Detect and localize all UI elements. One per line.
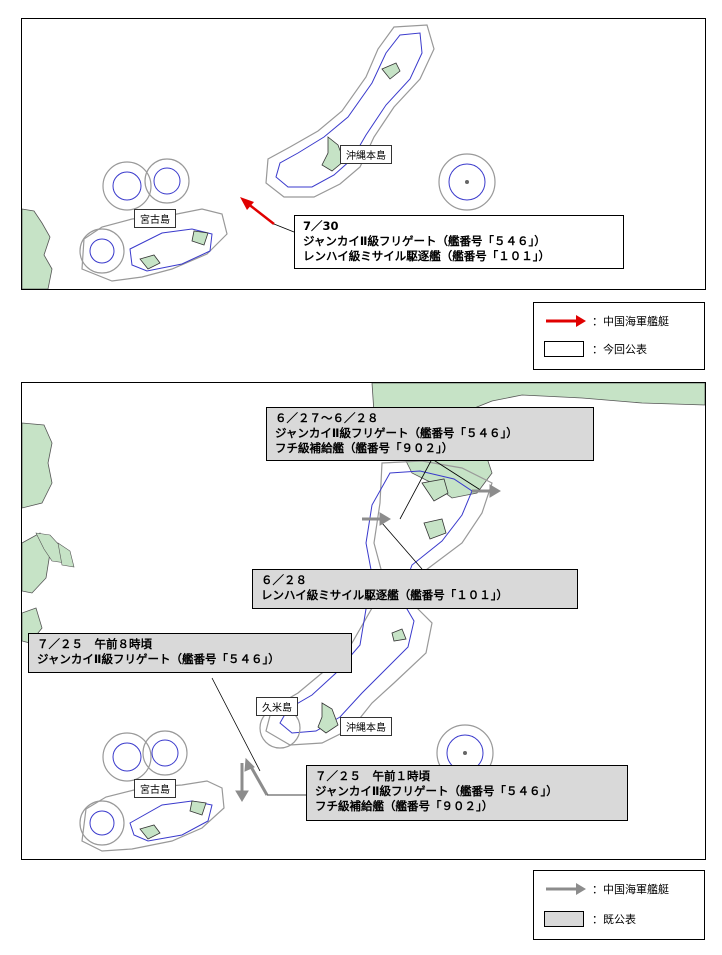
bottom-left-coast [22, 422, 53, 509]
bottom-west-islet-zone [79, 800, 125, 846]
top-north-islet-zone-2 [144, 158, 190, 204]
callout-d-line1: ジャンカイⅡ級フリゲート（艦番号「５４６」） [315, 784, 558, 798]
top-map-canvas [22, 24, 496, 289]
bottom-north-islet-zone-1 [102, 732, 152, 782]
top-callout-line2: レンハイ級ミサイル駆逐艦（艦番号「１０１」） [303, 249, 551, 263]
top-miyako-zone [81, 208, 228, 282]
gray-arrow-icon-west [379, 512, 391, 526]
bottom-callout-c: ７／２５ 午前８時頃 ジャンカイⅡ級フリゲート（艦番号「５４６」） [28, 633, 352, 673]
top-map: 沖縄本島 宮古島 7／30 ジャンカイⅡ級フリゲート（艦番号「５４６」） レンハ… [21, 18, 706, 290]
top-callout-date: 7／30 [303, 219, 339, 233]
bottom-label-okinawa: 沖縄本島 [340, 717, 392, 736]
gray-arrow-icon-north [244, 757, 255, 772]
top-callout-line1: ジャンカイⅡ級フリゲート（艦番号「５４６」） [303, 234, 546, 248]
bottom-callout-d: ７／２５ 午前１時頃 ジャンカイⅡ級フリゲート（艦番号「５４６」） フチ級補給艦… [306, 765, 628, 821]
legend-bottom: ：中国海軍艦艇 ：既公表 [533, 870, 705, 940]
bottom-tanegashima [421, 478, 449, 502]
bottom-ship-arrows [235, 484, 501, 802]
legend-top: ：中国海軍艦艇 ：今回公表 [533, 302, 705, 370]
bottom-miyako-island [189, 800, 207, 816]
callout-a-line1: ジャンカイⅡ級フリゲート（艦番号「５４６」） [275, 426, 518, 440]
callout-c-line1: ジャンカイⅡ級フリゲート（艦番号「５４６」） [37, 652, 280, 666]
bottom-tokunoshima [391, 628, 407, 642]
top-okinawa-eez [275, 32, 423, 188]
top-ishigaki-island [139, 254, 161, 270]
legend-top-new-label: ：今回公表 [592, 343, 647, 356]
top-red-arrow-icon [240, 197, 254, 210]
callout-b-date: ６／２８ [261, 573, 307, 587]
top-miyako-island [191, 230, 209, 246]
bottom-ishigaki-island [139, 824, 161, 840]
legend-bottom-ship-label: ：中国海軍艦艇 [592, 883, 669, 896]
legend-white-swatch [544, 341, 584, 357]
legend-top-ship-label: ：中国海軍艦艇 [592, 315, 669, 328]
top-label-okinawa: 沖縄本島 [340, 145, 392, 164]
legend-bottom-row-published: ：既公表 [542, 909, 636, 929]
callout-d-date: ７／２５ 午前１時頃 [315, 769, 430, 783]
callout-a-date: ６／２７～６／２８ [275, 411, 379, 425]
bottom-callout-b: ６／２８ レンハイ級ミサイル駆逐艦（艦番号「１０１」） [252, 569, 578, 609]
bottom-amami-island [423, 518, 447, 540]
bottom-miyako-zone [81, 780, 225, 852]
callout-b-line1: レンハイ級ミサイル駆逐艦（艦番号「１０１」） [261, 588, 509, 602]
gray-arrow-icon-south [235, 790, 249, 802]
bottom-label-kume: 久米島 [256, 697, 298, 716]
legend-gray-swatch [544, 911, 584, 927]
legend-bottom-row-ship: ：中国海軍艦艇 [542, 879, 669, 899]
callout-a-line2: フチ級補給艦（艦番号「９０２」） [275, 441, 454, 455]
top-west-islet-zone [79, 228, 125, 274]
bottom-map: 久米島 沖縄本島 宮古島 ６／２７～６／２８ ジャンカイⅡ級フリゲート（艦番号「… [21, 382, 706, 860]
gray-arrow-icon-east [489, 484, 501, 498]
top-callout: 7／30 ジャンカイⅡ級フリゲート（艦番号「５４６」） レンハイ級ミサイル駆逐艦… [294, 215, 624, 269]
legend-top-row-ship: ：中国海軍艦艇 [542, 311, 669, 331]
top-label-miyako: 宮古島 [134, 209, 176, 228]
bottom-label-miyako: 宮古島 [134, 779, 176, 798]
top-ship-track [246, 202, 275, 225]
callout-c-date: ７／２５ 午前８時頃 [37, 637, 152, 651]
top-east-zone [438, 153, 496, 211]
bottom-okinawa-island [317, 702, 339, 734]
legend-red-arrow-icon [546, 315, 586, 327]
legend-top-row-new: ：今回公表 [542, 339, 647, 359]
top-okinawa-zone [265, 24, 435, 198]
top-east-eez [448, 163, 486, 201]
bottom-callout-a: ６／２７～６／２８ ジャンカイⅡ級フリゲート（艦番号「５４６」） フチ級補給艦（… [266, 407, 594, 461]
bottom-north-islet-zone-2 [142, 730, 188, 776]
legend-bottom-published-label: ：既公表 [592, 913, 636, 926]
top-okinawa-island [321, 136, 345, 172]
top-amami-island [381, 62, 401, 80]
top-north-islet-zone-1 [102, 161, 152, 211]
top-callout-leader [273, 223, 295, 233]
legend-gray-arrow-icon [546, 883, 586, 895]
callout-d-line2: フチ級補給艦（艦番号「９０２」） [315, 799, 494, 813]
top-left-landmass [22, 208, 53, 289]
